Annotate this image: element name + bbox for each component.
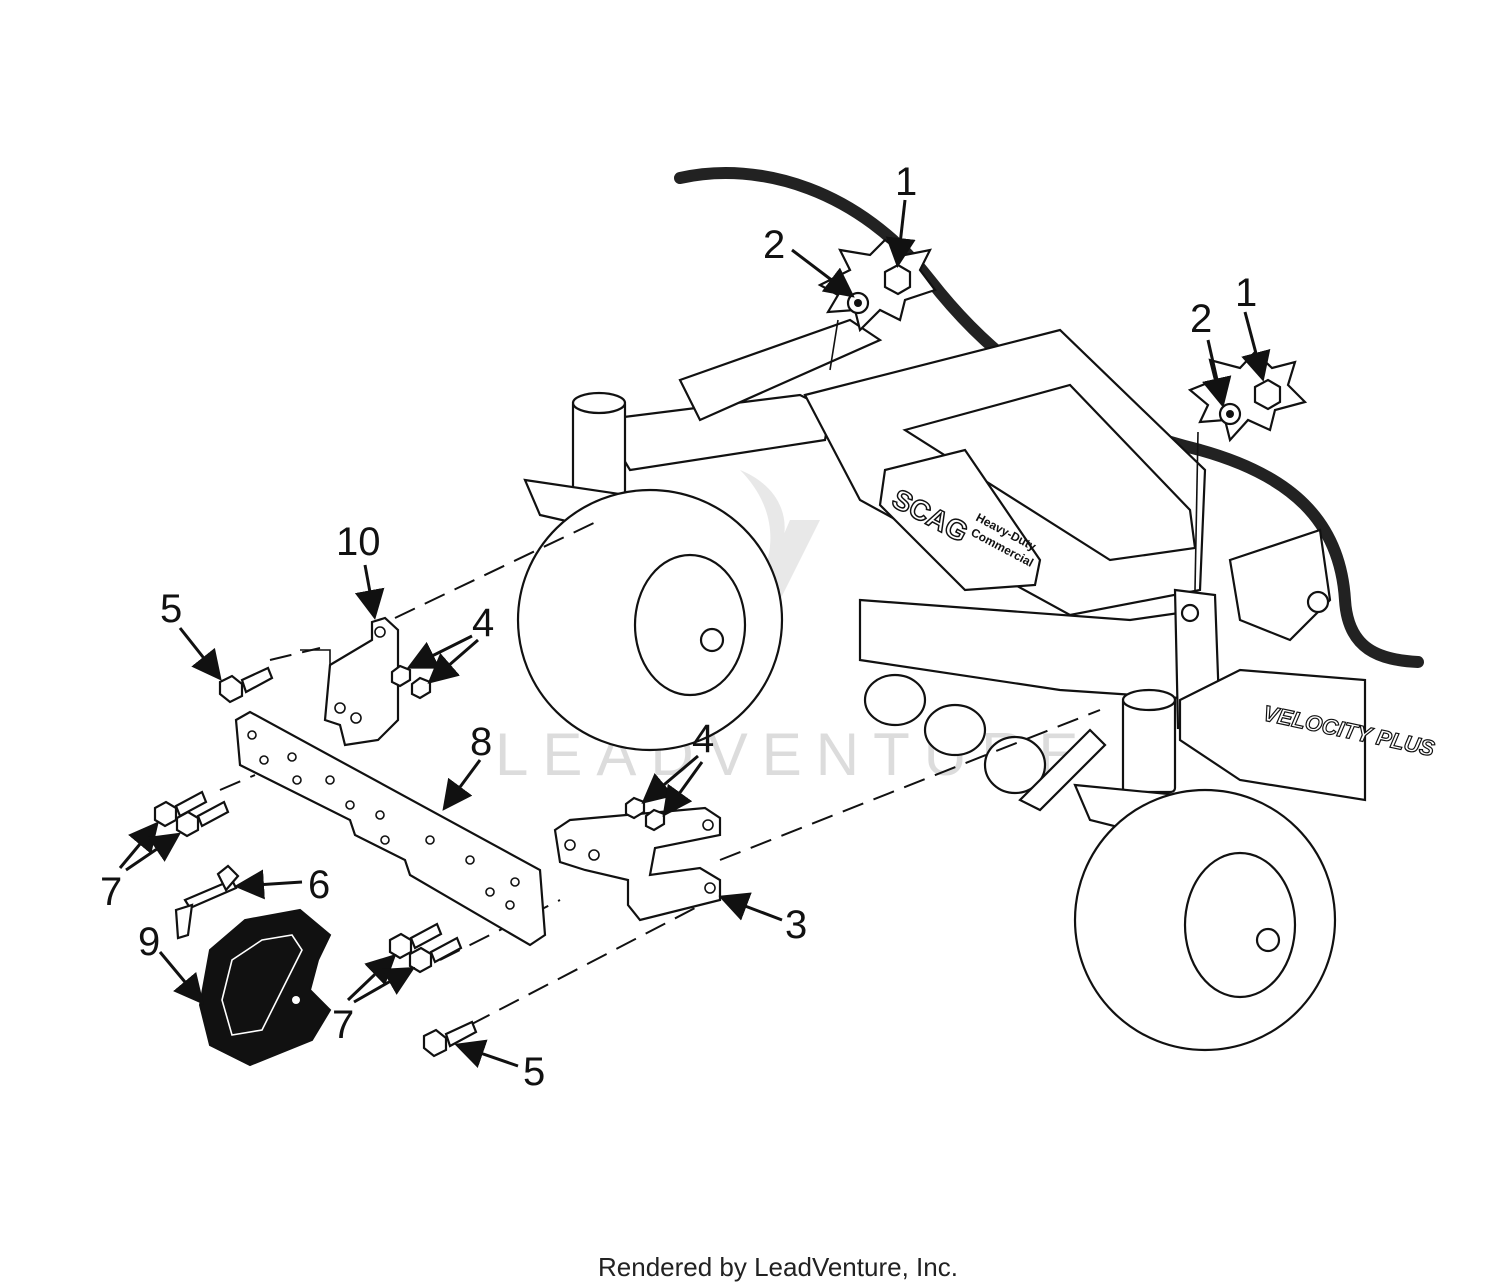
pin-item-6	[174, 864, 240, 940]
rear-deck-lip	[678, 318, 883, 422]
nut-item-1	[1253, 378, 1282, 411]
bracket-hole	[588, 849, 600, 861]
mower-frame: SCAG Heavy-Duty Commercial VELOCITY PLUS	[598, 318, 1438, 812]
caster-arm-right	[1018, 728, 1107, 812]
arrow-10	[354, 564, 385, 620]
arrow-5-lower	[454, 1039, 519, 1069]
callout-6: 6	[308, 863, 330, 907]
bracket-bolt	[1180, 603, 1200, 623]
callout-7b: 7	[332, 1003, 354, 1047]
starburst-detail	[1187, 350, 1308, 443]
left-caster-rim	[633, 553, 747, 697]
hardware-guide-line	[1194, 431, 1199, 591]
bolt-item-5-upper	[218, 666, 274, 704]
bracket-hole	[350, 712, 362, 724]
arrow-2a	[791, 248, 855, 298]
callout-5a: 5	[160, 587, 182, 631]
callout-2a: 2	[763, 223, 785, 267]
bracket-offset-line	[300, 649, 331, 665]
guide-line-bolt-lower	[469, 894, 721, 1026]
guide-line-plate-upper	[219, 774, 256, 791]
deck-right-section	[1178, 668, 1367, 802]
scag-decal-panel	[878, 448, 1042, 592]
right-caster-assembly	[1073, 688, 1337, 1052]
arrow-2b-left	[1202, 339, 1232, 408]
callout-2b: 2	[1190, 297, 1212, 341]
bracket-hole	[704, 882, 716, 894]
bracket-hole	[702, 819, 714, 831]
hardware-guide-line	[829, 319, 839, 371]
bracket-item-10	[323, 616, 400, 747]
frame-top-panel	[902, 383, 1197, 562]
weight-body	[198, 908, 332, 1067]
arrow-7-lower-a	[346, 953, 397, 1002]
anti-scalp-roller-3	[983, 735, 1047, 795]
arrow-4-lower-b	[662, 761, 704, 817]
mounting-plate-item-8	[234, 710, 547, 947]
nut-item-4	[390, 664, 412, 688]
nut-item-4	[644, 808, 666, 832]
weight-item-9	[198, 908, 332, 1067]
washer-hole	[854, 299, 862, 307]
callout-5b: 5	[523, 1050, 545, 1094]
upper-right-hardware	[1187, 350, 1308, 591]
bracket-item-3	[553, 806, 722, 922]
bracket-hole	[564, 839, 576, 851]
callout-4b: 4	[692, 717, 714, 761]
left-caster-hub	[699, 627, 725, 653]
left-caster-assembly	[516, 391, 784, 752]
callout-arrows	[118, 199, 1271, 1069]
footer-credit: Rendered by LeadVenture, Inc.	[598, 1252, 958, 1282]
arrow-1a	[885, 199, 916, 268]
anti-scalp-roller-2	[923, 703, 987, 757]
guide-line-bracket-lower	[719, 709, 1101, 861]
callout-1a: 1	[895, 160, 917, 204]
arrow-7-upper-b	[125, 832, 181, 872]
rear-pivot-bolt	[1306, 590, 1330, 614]
callout-1b: 1	[1235, 271, 1257, 315]
arrow-8	[442, 759, 482, 811]
left-caster-post	[571, 398, 627, 497]
bracket-hole	[334, 702, 346, 714]
plate-holes	[247, 730, 520, 910]
right-caster-post	[1121, 695, 1177, 794]
arrow-7-lower-b	[353, 967, 416, 1004]
anti-scalp-roller-1	[863, 673, 927, 727]
bolt-item-5-lower	[422, 1020, 478, 1058]
arrow-4-upper-a	[406, 634, 473, 669]
arrow-4-lower-a	[641, 754, 699, 804]
nut-item-4	[410, 676, 432, 700]
right-caster-post-top	[1121, 688, 1177, 712]
nut-item-1	[883, 263, 912, 296]
arrow-6	[234, 869, 303, 900]
callout-9: 9	[138, 920, 160, 964]
right-caster-rim	[1183, 851, 1297, 999]
arrow-5-upper	[178, 627, 222, 681]
callout-4a: 4	[472, 601, 494, 645]
callout-3: 3	[785, 903, 807, 947]
bolts-item-7-lower	[388, 922, 463, 974]
arrow-1b	[1241, 311, 1271, 382]
right-rear-bracket	[1228, 528, 1332, 642]
guide-line-bracket-upper	[394, 519, 601, 619]
arrow-9	[158, 951, 204, 1005]
callout-8: 8	[470, 720, 492, 764]
callout-7a: 7	[100, 870, 122, 914]
nut-item-4	[624, 796, 646, 820]
left-caster-post-top	[571, 391, 627, 415]
arrow-3	[718, 892, 783, 922]
callout-10: 10	[336, 520, 381, 564]
washer-hole	[1226, 410, 1234, 418]
arrow-4-upper-b	[427, 638, 479, 684]
bracket-hole	[374, 626, 386, 638]
bolts-item-7-upper	[153, 790, 230, 838]
callout-labels: 1 2 1 2 10 5 4 8 4 6 7 9 3 7 5	[100, 160, 1257, 1094]
right-caster-hub	[1255, 927, 1281, 953]
